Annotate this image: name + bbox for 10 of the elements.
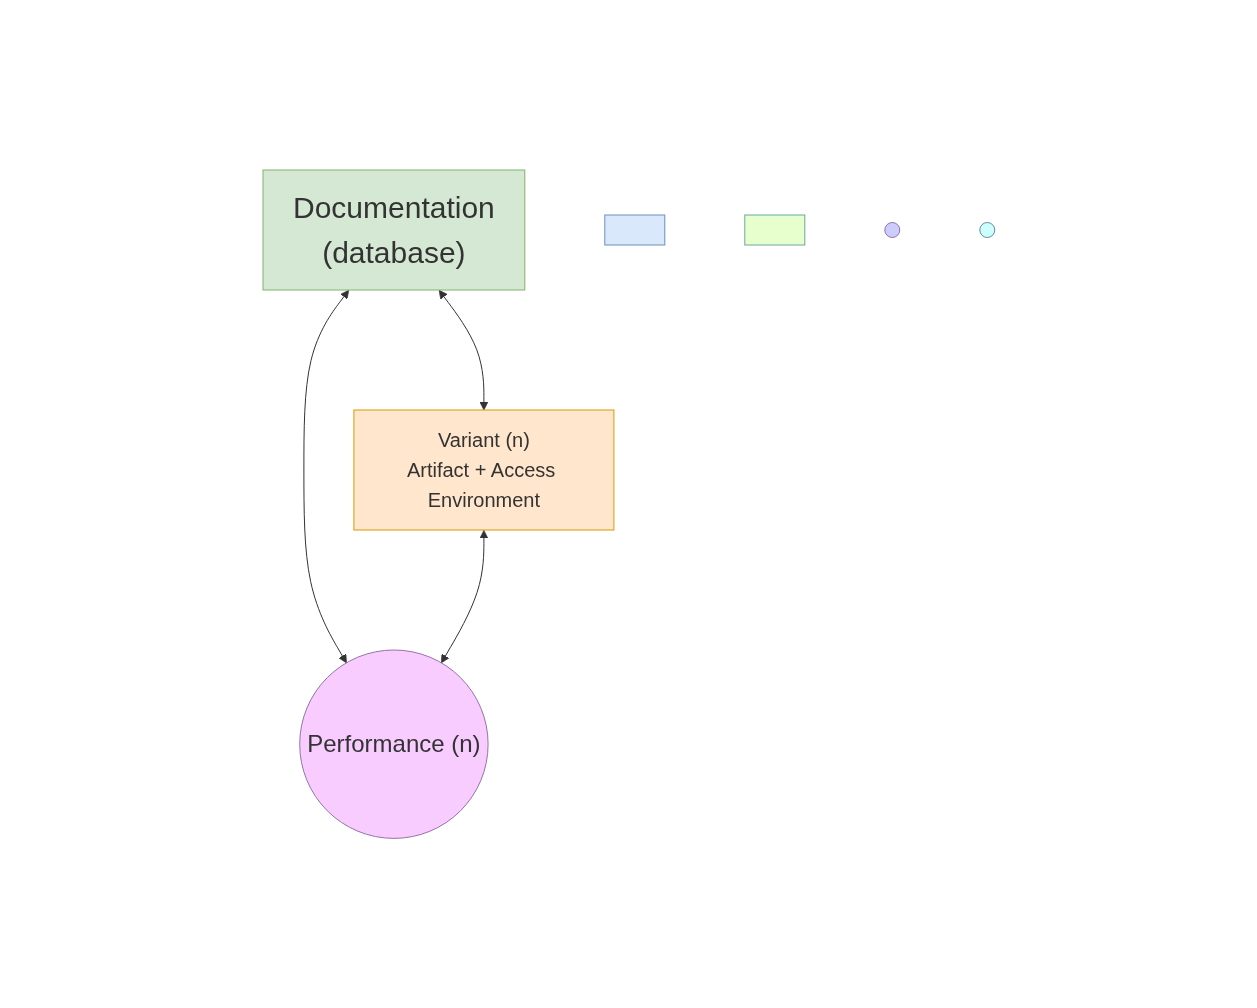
node-circle: Performance (n) bbox=[298, 649, 489, 839]
node-box bbox=[743, 214, 805, 246]
arrow bbox=[303, 289, 349, 664]
node-box bbox=[603, 214, 665, 246]
node-circle bbox=[978, 221, 995, 238]
arrow bbox=[440, 529, 488, 664]
node-box: Variant (n) Artifact + Access Environment bbox=[353, 409, 614, 531]
arrow bbox=[438, 289, 488, 411]
node-circle bbox=[883, 221, 900, 238]
node-box: Documentation (database) bbox=[262, 169, 525, 291]
